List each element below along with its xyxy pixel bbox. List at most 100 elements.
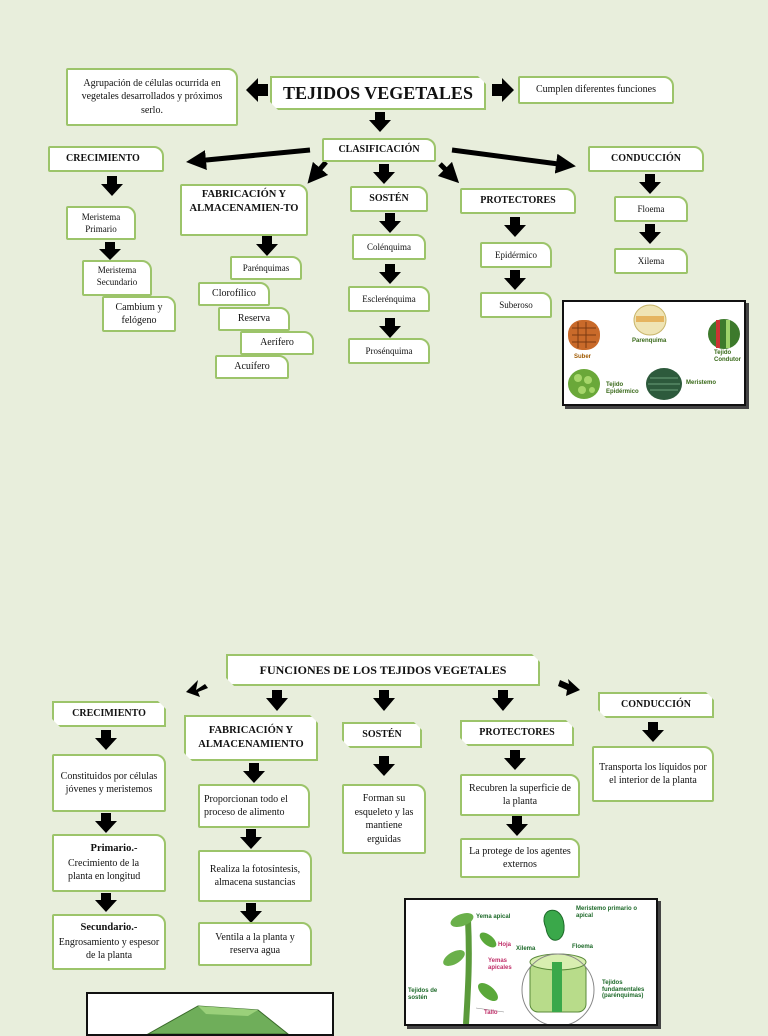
- m2-fabricacion-box: FABRICACIÓN Y ALMACENAMIENTO: [184, 715, 318, 761]
- classification-label: CLASIFICACIÓN: [338, 144, 420, 156]
- arrow-right: [492, 78, 514, 102]
- map1-arrows: [99, 78, 661, 338]
- conduccion-desc: Transporta los líquidos por el interior …: [599, 761, 707, 787]
- meristema-secundario: Meristema Secundario: [96, 265, 138, 288]
- m1-crecimiento-box: CRECIMIENTO: [48, 146, 164, 172]
- aerifero-box: Aerífero: [240, 331, 314, 355]
- fab-item-2-box: Realiza la fotosíntesis, almacena sustan…: [198, 850, 312, 902]
- secundario-box: Secundario.- Engrosamiento y espesor de …: [52, 914, 166, 970]
- m1-crecimiento-label: CRECIMIENTO: [66, 153, 140, 165]
- esclerenquima-box: Esclerénquima: [348, 286, 430, 312]
- esclerenquima: Esclerénquima: [362, 293, 416, 304]
- main-title: TEJIDOS VEGETALES: [283, 82, 473, 103]
- m1-sosten-label: SOSTÉN: [369, 193, 409, 205]
- xilema-box: Xilema: [614, 248, 688, 274]
- conduccion-desc-box: Transporta los líquidos por el interior …: [592, 746, 714, 802]
- clorofilico-box: Clorofílico: [198, 282, 270, 306]
- label-tejido-epidermico: Tejido Epidérmico: [606, 382, 639, 395]
- m2-fabricacion-label: FABRICACIÓN Y ALMACENAMIENTO: [198, 724, 304, 750]
- secundario-title: Secundario.-: [80, 922, 138, 934]
- colenquima-box: Colénquima: [352, 234, 426, 260]
- fab-item-1: Proporcionan todo el proceso de alimento: [204, 793, 288, 819]
- map1-diag-arrows: [186, 147, 576, 184]
- map2-arrows: [95, 679, 664, 923]
- cambium-box: Cambium y felógeno: [102, 296, 176, 332]
- label-suber: Suber: [574, 354, 592, 360]
- reserva: Reserva: [237, 313, 271, 325]
- prosenquima-box: Prosénquima: [348, 338, 430, 364]
- fab-item-3-box: Ventila a la planta y reserva agua: [198, 922, 312, 966]
- epidermico-box: Epidérmico: [480, 242, 552, 268]
- prot-item-2-box: La protege de los agentes externos: [460, 838, 580, 878]
- arrow-left: [246, 78, 268, 102]
- m1-conduccion-box: CONDUCCIÓN: [588, 146, 704, 172]
- m1-fabricacion-box: FABRICACIÓN Y ALMACENAMIEN-TO: [180, 184, 308, 236]
- cambium-felogeno: Cambium y felógeno: [115, 301, 163, 327]
- meristema-primario-box: Meristema Primario: [66, 206, 136, 240]
- cell-diagram-image: [86, 992, 334, 1036]
- prot-item-1-box: Recubren la superficie de la planta: [460, 774, 580, 816]
- floema-box: Floema: [614, 196, 688, 222]
- floema: Floema: [637, 203, 665, 214]
- plant-diagram-image: Yema apical Meristemo primario o apical …: [404, 898, 658, 1026]
- m2-conduccion-box: CONDUCCIÓN: [598, 692, 714, 718]
- xilema: Xilema: [637, 255, 665, 266]
- functions-text: Cumplen diferentes funciones: [536, 84, 656, 96]
- suberoso-box: Suberoso: [480, 292, 552, 318]
- fab-item-1-box: Proporcionan todo el proceso de alimento: [198, 784, 310, 828]
- label-xilema: Xilema: [516, 946, 536, 952]
- parenquimas-box: Parénquimas: [230, 256, 302, 280]
- label-tallo: Tallo: [484, 1010, 498, 1016]
- m1-fabricacion-label: FABRICACIÓN Y ALMACENAMIEN-TO: [189, 189, 299, 214]
- tissue-illustration: [568, 304, 740, 400]
- m2-crecimiento-label: CRECIMIENTO: [72, 708, 146, 720]
- acuifero-box: Acuífero: [215, 355, 289, 379]
- definition-text: Agrupación de células ocurrida en vegeta…: [81, 77, 223, 116]
- functions-title: FUNCIONES DE LOS TEJIDOS VEGETALES: [259, 662, 507, 677]
- acuifero: Acuífero: [234, 361, 270, 373]
- functions-title-box: FUNCIONES DE LOS TEJIDOS VEGETALES: [226, 654, 540, 686]
- sosten-desc: Forman su esqueleto y las mantiene ergui…: [354, 793, 414, 845]
- main-title-box: TEJIDOS VEGETALES: [270, 76, 486, 110]
- label-parenquima: Parenquima: [632, 338, 667, 344]
- m2-protectores-box: PROTECTORES: [460, 720, 574, 746]
- plant-illustration: [443, 909, 595, 1024]
- m1-sosten-box: SOSTÉN: [350, 186, 428, 212]
- tissue-types-image: Suber Parenquima Tejido Condutor Tejido …: [562, 300, 746, 406]
- label-tejido-conductor: Tejido Condutor: [714, 350, 741, 363]
- suberoso: Suberoso: [499, 299, 533, 310]
- crecimiento-desc-box: Constituidos por células jóvenes y meris…: [52, 754, 166, 812]
- m1-conduccion-label: CONDUCCIÓN: [611, 153, 681, 165]
- crecimiento-desc: Constituidos por células jóvenes y meris…: [60, 770, 158, 796]
- label-meristemo-primario: Meristemo primario o apical: [576, 906, 638, 919]
- epidermico: Epidérmico: [495, 249, 537, 260]
- cell-illustration: [146, 1005, 289, 1034]
- primario-title: Primario.-: [90, 843, 138, 855]
- prosenquima: Prosénquima: [365, 345, 413, 356]
- m2-conduccion-label: CONDUCCIÓN: [621, 699, 691, 711]
- functions-note: Cumplen diferentes funciones: [518, 76, 674, 104]
- m2-sosten-label: SOSTÉN: [362, 729, 402, 741]
- fab-item-2: Realiza la fotosíntesis, almacena sustan…: [209, 863, 301, 889]
- m1-protectores-box: PROTECTORES: [460, 188, 576, 214]
- m2-protectores-label: PROTECTORES: [479, 727, 555, 739]
- m1-protectores-label: PROTECTORES: [480, 195, 556, 207]
- colenquima: Colénquima: [367, 241, 411, 252]
- label-hoja: Hoja: [498, 942, 512, 948]
- parenquimas: Parénquimas: [242, 262, 290, 273]
- label-tejidos-sosten: Tejidos de sostén: [408, 988, 438, 1001]
- prot-item-1: Recubren la superficie de la planta: [469, 782, 571, 808]
- label-yema-apical: Yema apical: [476, 914, 511, 920]
- label-tejidos-fundamentales: Tejidos fundamentales (parénquimas): [602, 980, 645, 1000]
- prot-item-2: La protege de los agentes externos: [469, 845, 571, 871]
- fab-item-3: Ventila a la planta y reserva agua: [215, 931, 295, 957]
- label-meristemo: Meristemo: [686, 380, 717, 386]
- secundario-text: Engrosamiento y espesor de la planta: [58, 936, 160, 962]
- clorofilico: Clorofílico: [212, 288, 256, 300]
- m2-sosten-box: SOSTÉN: [342, 722, 422, 748]
- definition-note: Agrupación de células ocurrida en vegeta…: [66, 68, 238, 126]
- primario-box: Primario.- Crecimiento de la planta en l…: [52, 834, 166, 892]
- sosten-desc-box: Forman su esqueleto y las mantiene ergui…: [342, 784, 426, 854]
- reserva-box: Reserva: [218, 307, 290, 331]
